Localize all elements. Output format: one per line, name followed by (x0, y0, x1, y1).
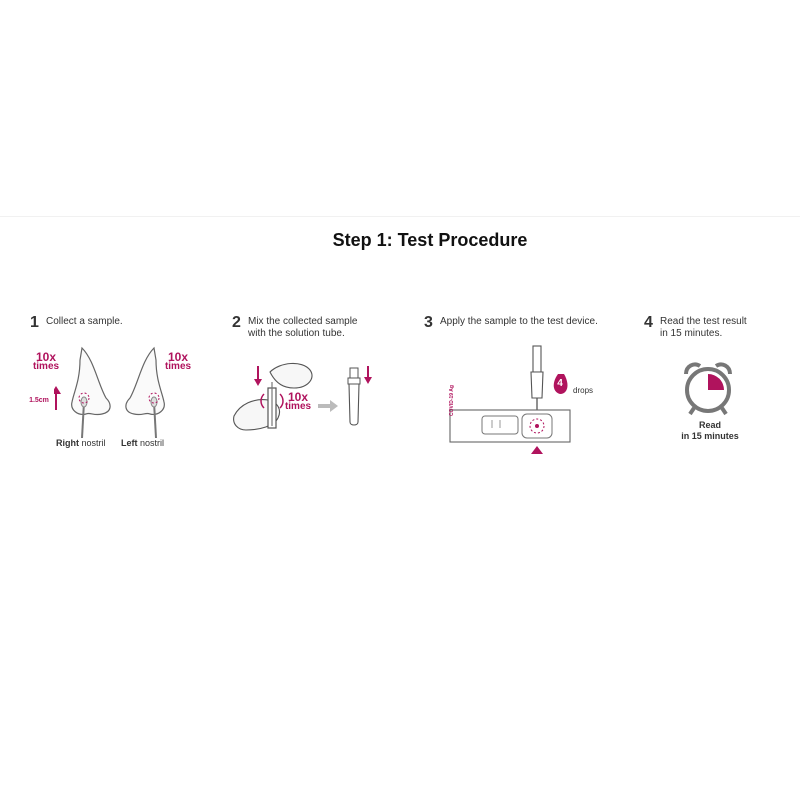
drop-badge-icon (553, 374, 568, 394)
device-text: COVID-19 Ag (449, 385, 455, 416)
right-count-label: 10x times (32, 350, 60, 372)
nostril-illustration (54, 346, 165, 439)
test-device-icon (449, 409, 571, 454)
step-text: Collect a sample. (46, 316, 123, 327)
step-number: 1 (30, 314, 39, 331)
down-arrow-icon (254, 366, 262, 386)
step-text: Read the test result in 15 minutes. (660, 316, 747, 339)
swab-icon (78, 392, 90, 439)
step-text: Mix the collected sample with the soluti… (248, 316, 358, 339)
apply-illustration (449, 345, 571, 454)
up-arrow-icon (54, 386, 61, 410)
solution-tube-icon (347, 367, 361, 426)
nose-icon (125, 346, 165, 416)
alarm-clock-icon (684, 362, 732, 416)
top-divider (0, 216, 800, 217)
page-title: Step 1: Test Procedure (332, 230, 528, 250)
left-count-label: 10x times (164, 350, 192, 372)
dropper-icon (530, 345, 544, 416)
mix-count-label: 10x times (284, 390, 312, 412)
drops-count: 4 (557, 378, 563, 389)
right-nostril-caption: Right nostril (56, 438, 106, 448)
left-nostril-caption: Left nostril (121, 438, 165, 448)
solution-tube-icon (260, 382, 284, 429)
step-number: 3 (424, 314, 433, 331)
swab-icon (148, 392, 160, 439)
nose-icon (71, 346, 111, 416)
step-number: 4 (644, 314, 653, 331)
distance-label: 1.5cm (29, 397, 49, 404)
step-number: 2 (232, 314, 241, 331)
step-text: Apply the sample to the test device. (440, 316, 598, 327)
mix-illustration (233, 362, 372, 431)
drops-label: drops (573, 386, 594, 395)
down-arrow-icon (364, 366, 372, 384)
read-caption: Read in 15 minutes (681, 420, 739, 441)
arrow-icon (318, 400, 338, 412)
